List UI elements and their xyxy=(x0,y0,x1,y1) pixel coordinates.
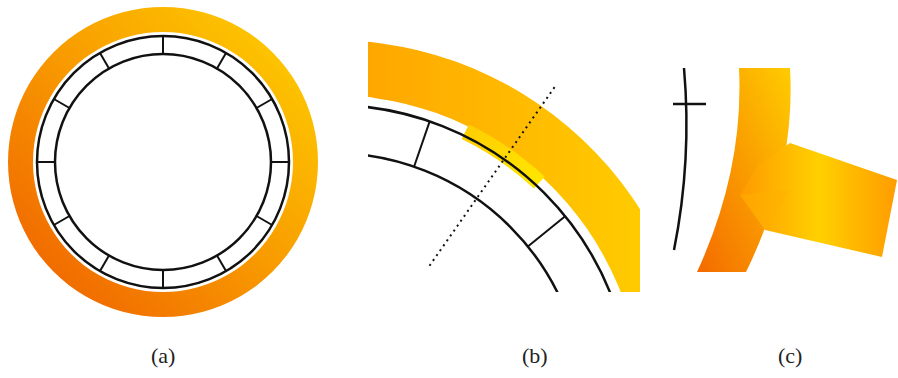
panel-b xyxy=(368,40,640,292)
spacer-tick xyxy=(37,161,55,163)
panel-a xyxy=(8,7,318,317)
spacer-tick xyxy=(414,121,430,166)
spacer-tick xyxy=(271,161,289,163)
panel-label: (a) xyxy=(151,344,175,368)
panel-c xyxy=(673,68,897,272)
spacer-tick xyxy=(257,216,273,225)
spacer-tick xyxy=(54,99,70,108)
spacer-tick xyxy=(217,256,226,272)
spacer-tick xyxy=(100,53,109,69)
spacer-tick xyxy=(162,36,164,54)
spacer-tick xyxy=(162,270,164,288)
spacer-tick xyxy=(257,99,273,108)
spacer-tick xyxy=(54,216,70,225)
panel-label: (c) xyxy=(778,344,802,368)
spacer-tick xyxy=(217,53,226,69)
panel-label: (b) xyxy=(522,344,548,368)
spacer-tick xyxy=(100,256,109,272)
spacer-tick xyxy=(528,216,565,246)
